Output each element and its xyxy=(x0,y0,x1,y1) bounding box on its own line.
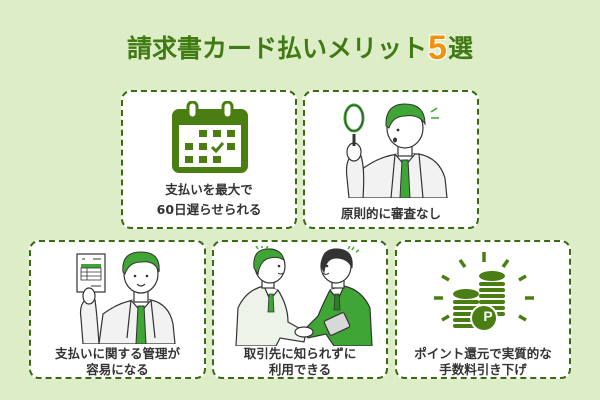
merit-card-easy-management: 支払いに関する管理が 容易になる xyxy=(29,240,206,379)
card-label-line2: 利用できる xyxy=(268,362,332,377)
merit-card-confidential-use: 取引先に知られずに 利用できる xyxy=(212,240,388,379)
page-title: 請求書カード払いメリット5選 xyxy=(0,30,600,67)
card-label-line1: 取引先に知られずに xyxy=(243,346,357,361)
card-label-line2: 容易になる xyxy=(86,362,149,377)
calendar-check-icon xyxy=(172,101,248,173)
title-number: 5 xyxy=(428,29,448,67)
merit-card-no-screening: 原則的に審査なし xyxy=(303,90,479,229)
title-prefix: 請求書カード払いメリット xyxy=(127,34,428,63)
card-label-line1: 原則的に審査なし xyxy=(340,206,441,221)
merit-card-payment-deferral: 支払いを最大で 60日遅らせられる xyxy=(121,90,297,229)
merit-card-point-rewards: P ポイント還元で実質的な 手数料引き下げ xyxy=(395,240,571,379)
handshake-illustration xyxy=(235,246,373,346)
card-label-line1: 支払いを最大で xyxy=(165,182,253,197)
title-suffix: 選 xyxy=(447,34,473,63)
card-label-line1: ポイント還元で実質的な xyxy=(414,346,552,361)
person-magnifying-glass-illustration xyxy=(343,103,448,198)
person-holding-invoice-illustration xyxy=(76,251,176,344)
card-label-line2: 60日遅らせられる xyxy=(156,202,262,217)
card-label-line1: 支払いに関する管理が xyxy=(54,346,180,361)
point-coin-badge: P xyxy=(483,308,493,324)
card-label-line2: 手数料引き下げ xyxy=(439,362,527,377)
point-coins-icon xyxy=(434,252,534,332)
